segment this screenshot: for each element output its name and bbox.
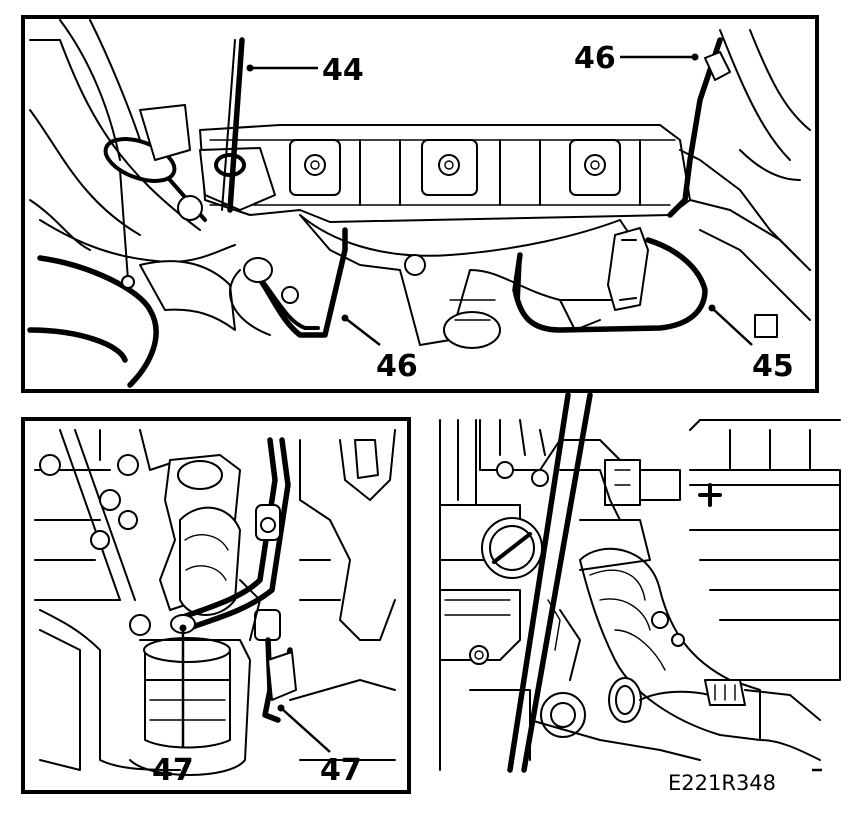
callout-45: 45 xyxy=(752,349,794,384)
callout-44: 44 xyxy=(322,53,364,88)
top-detail-panel: 44 46 46 45 xyxy=(21,15,819,393)
callout-47-right: 47 xyxy=(320,753,362,788)
bottom-left-detail-panel: 47 47 xyxy=(21,417,411,794)
overview-engine-view xyxy=(439,392,841,773)
reference-code: E221R348 xyxy=(668,771,776,795)
callout-46-lower: 46 xyxy=(376,349,418,384)
callout-46-upper: 46 xyxy=(574,41,616,76)
callout-47-left: 47 xyxy=(152,753,194,788)
